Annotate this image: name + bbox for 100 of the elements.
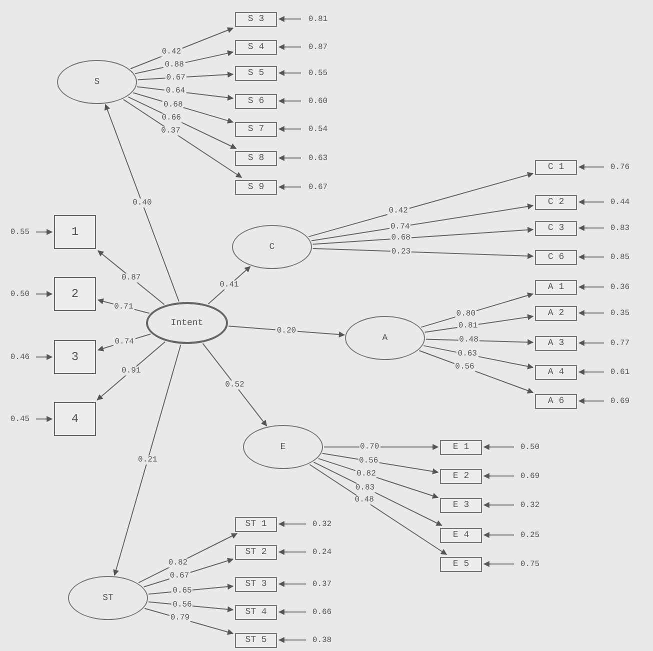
arrow	[278, 70, 302, 76]
arrow	[113, 344, 182, 576]
indicator-box: E 4	[440, 528, 482, 542]
indicator-box: C 3	[535, 220, 577, 236]
edge-label: 0.52	[224, 380, 246, 390]
arrow	[483, 444, 514, 450]
arrow	[228, 326, 345, 338]
arrow	[202, 342, 268, 426]
indicator-box: S 9	[235, 180, 277, 194]
edge-label: 0.65	[172, 586, 193, 596]
edge-label: 0.37	[160, 126, 182, 136]
arrow	[578, 254, 604, 260]
edge-label: 0.41	[218, 280, 240, 290]
indicator-box: S 6	[235, 94, 277, 108]
edge-label: 0.63	[456, 350, 478, 359]
arrow	[483, 473, 514, 479]
arrow	[322, 452, 439, 474]
arrow	[483, 561, 514, 567]
error-value: 0.85	[606, 252, 634, 262]
arrow	[134, 50, 234, 74]
arrow	[104, 104, 180, 302]
indicator-box: C 2	[535, 194, 577, 210]
indicator-box: A 3	[535, 336, 577, 350]
arrow	[318, 458, 439, 499]
arrow	[578, 310, 604, 316]
arrow	[144, 608, 234, 635]
indicator-box: S 4	[235, 40, 277, 54]
error-value: 0.77	[606, 338, 634, 348]
error-value: 0.81	[303, 14, 333, 24]
arrow	[36, 354, 53, 360]
edge-label: 0.67	[165, 73, 186, 82]
error-value: 0.66	[308, 606, 336, 618]
arrow	[143, 558, 234, 588]
edge-label: 0.68	[162, 100, 184, 109]
error-value: 0.44	[606, 196, 634, 208]
indicator-box: A 4	[535, 364, 577, 380]
edge-label: 0.81	[457, 321, 479, 330]
error-value: 0.54	[303, 124, 333, 134]
arrow	[324, 444, 439, 450]
arrow	[132, 92, 234, 124]
arrow	[578, 340, 604, 346]
edge-label: 0.48	[458, 336, 480, 345]
latent-ellipse: A	[345, 316, 425, 360]
indicator-box: ST 2	[235, 544, 277, 560]
indicator-box: 3	[54, 340, 96, 374]
indicator-box: S 3	[235, 12, 277, 26]
indicator-box: 1	[54, 215, 96, 249]
error-value: 0.36	[606, 282, 634, 292]
edge-label: 0.21	[137, 456, 158, 465]
indicator-box: 2	[54, 277, 96, 311]
error-value: 0.55	[303, 68, 333, 78]
edge-label: 0.40	[132, 198, 153, 208]
error-value: 0.69	[516, 470, 544, 482]
arrow	[138, 533, 238, 584]
edge-label: 0.71	[113, 302, 134, 312]
arrow	[130, 27, 234, 70]
indicator-box: ST 4	[235, 604, 277, 620]
arrow	[278, 184, 302, 190]
arrow	[278, 16, 302, 22]
arrow	[98, 250, 165, 305]
arrow	[578, 199, 604, 205]
error-value: 0.46	[6, 352, 34, 362]
indicator-box: E 2	[440, 468, 482, 484]
arrow	[312, 226, 534, 245]
edge-label: 0.66	[160, 113, 182, 122]
error-value: 0.61	[606, 366, 634, 378]
error-value: 0.69	[606, 396, 634, 406]
error-value: 0.76	[606, 162, 634, 172]
edge-label: 0.56	[172, 600, 193, 610]
arrow	[278, 549, 306, 555]
edge-label: 0.48	[354, 496, 375, 505]
error-value: 0.37	[308, 578, 336, 590]
arrow	[312, 248, 534, 259]
error-value: 0.75	[516, 558, 544, 570]
arrow	[578, 284, 604, 290]
arrow	[36, 416, 53, 422]
indicator-box: ST 3	[235, 576, 277, 592]
arrow	[483, 532, 514, 538]
edge-label: 0.82	[167, 558, 189, 568]
arrow	[123, 99, 242, 178]
edge-label: 0.42	[388, 206, 409, 216]
latent-ellipse: E	[243, 425, 323, 469]
error-value: 0.32	[516, 500, 544, 510]
edge-label: 0.91	[120, 366, 142, 376]
indicator-box: ST 1	[235, 516, 277, 532]
error-value: 0.35	[606, 308, 634, 318]
arrow	[128, 96, 237, 149]
arrow	[424, 314, 534, 333]
arrow	[308, 172, 534, 238]
indicator-box: S 5	[235, 66, 277, 80]
arrow	[278, 126, 302, 132]
arrow	[423, 345, 534, 370]
arrow	[418, 350, 534, 394]
edge-label: 0.80	[455, 309, 476, 318]
latent-ellipse: Intent	[146, 302, 228, 344]
arrow	[96, 341, 166, 400]
edge-label: 0.68	[390, 234, 412, 243]
arrow	[36, 291, 53, 297]
arrow	[36, 229, 53, 235]
edge-label: 0.74	[114, 338, 135, 347]
